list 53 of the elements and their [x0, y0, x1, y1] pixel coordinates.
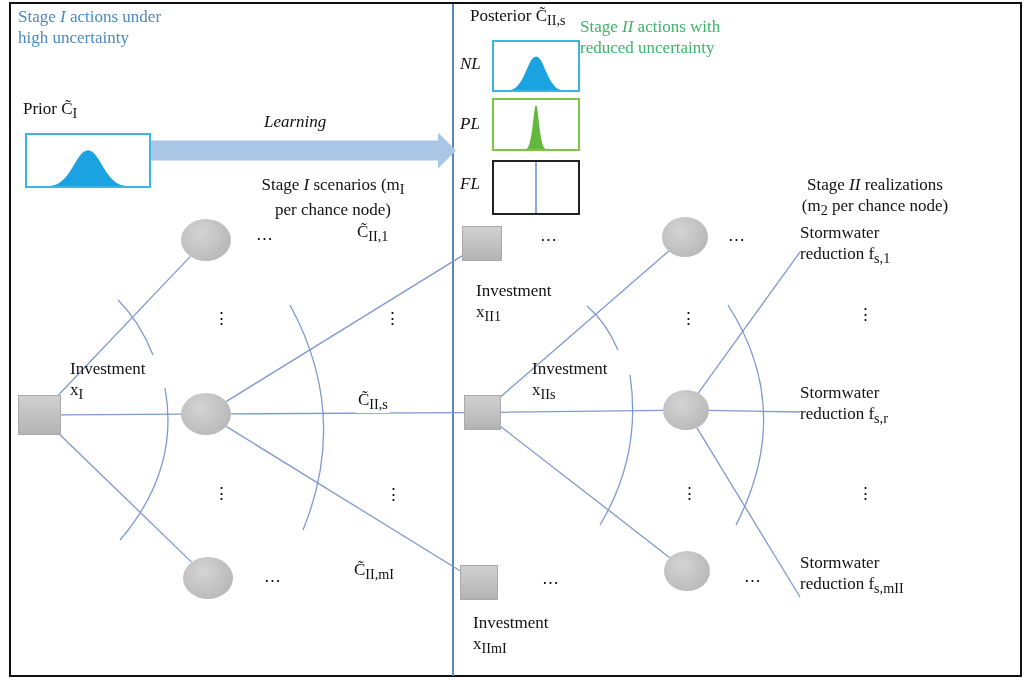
decision-node	[462, 226, 502, 261]
branch-line	[500, 250, 670, 398]
ellipsis-mark: ⋯	[256, 228, 273, 250]
ellipsis-mark: ⋮	[681, 483, 698, 505]
stage-heading: Stage I actions under high uncertainty	[18, 6, 163, 49]
ellipsis-mark: ⋮	[857, 483, 874, 505]
group-title: Posterior C̃$_{II,s}$	[470, 6, 566, 30]
chance-node	[663, 390, 709, 430]
panel-label: PL	[460, 114, 480, 134]
panel-label: NL	[460, 54, 481, 74]
ellipsis-mark: ⋮	[213, 483, 230, 505]
stage-note: Stage II realizations (m$_{2}$ per chance node)	[800, 174, 950, 221]
branch-line	[708, 409, 801, 413]
branch-line	[57, 255, 192, 396]
chance-node	[181, 219, 231, 261]
branch-line	[230, 411, 465, 415]
branch-line	[59, 434, 193, 563]
chance-node	[181, 393, 231, 435]
ellipsis-mark: ⋯	[542, 572, 559, 594]
node-caption: Investment x$_{II1}$	[476, 280, 553, 327]
outcome-label: Stormwater reduction f$_{s,1}$	[800, 222, 925, 282]
ellipsis-mark: ⋮	[857, 304, 874, 326]
chance-node	[662, 217, 708, 257]
node-caption: Investment x$_{IIs}$	[532, 358, 609, 405]
outcome-label: Stormwater reduction f$_{s,r}$	[800, 382, 925, 442]
panel-label: FL	[460, 174, 480, 194]
branch-line	[696, 427, 801, 598]
decision-node	[464, 395, 501, 430]
branch-line	[225, 425, 461, 572]
stage-note: Stage I scenarios (m$_{I}$ per chance node)	[260, 174, 406, 221]
decision-node	[18, 395, 61, 435]
branch-line	[697, 251, 801, 394]
ellipsis-mark: ⋯	[744, 570, 761, 592]
branch-line	[500, 426, 671, 559]
edge-label: C̃$_{II,s}$	[356, 390, 390, 414]
ellipsis-mark: ⋮	[385, 484, 402, 506]
ellipsis-mark: ⋮	[680, 308, 697, 330]
ellipsis-mark: ⋮	[384, 308, 401, 330]
ellipsis-mark: ⋯	[264, 570, 281, 592]
decision-node	[460, 565, 498, 600]
stage-heading: Stage II actions with reduced uncertainty	[580, 16, 722, 59]
branch-line	[60, 413, 182, 416]
ellipsis-mark: ⋯	[728, 229, 745, 251]
ellipsis-mark: ⋮	[213, 308, 230, 330]
edge-label: C̃$_{II,1}$	[355, 222, 391, 246]
chance-node	[183, 557, 233, 599]
ellipsis-mark: ⋯	[540, 229, 557, 251]
branch-line	[500, 409, 664, 413]
learning-arrow	[151, 132, 456, 169]
node-caption: Investment x$_{I}$	[70, 358, 147, 405]
panel-label: Prior C̃$_{I}$	[23, 99, 78, 123]
chance-node	[664, 551, 710, 591]
branch-line	[225, 255, 463, 403]
